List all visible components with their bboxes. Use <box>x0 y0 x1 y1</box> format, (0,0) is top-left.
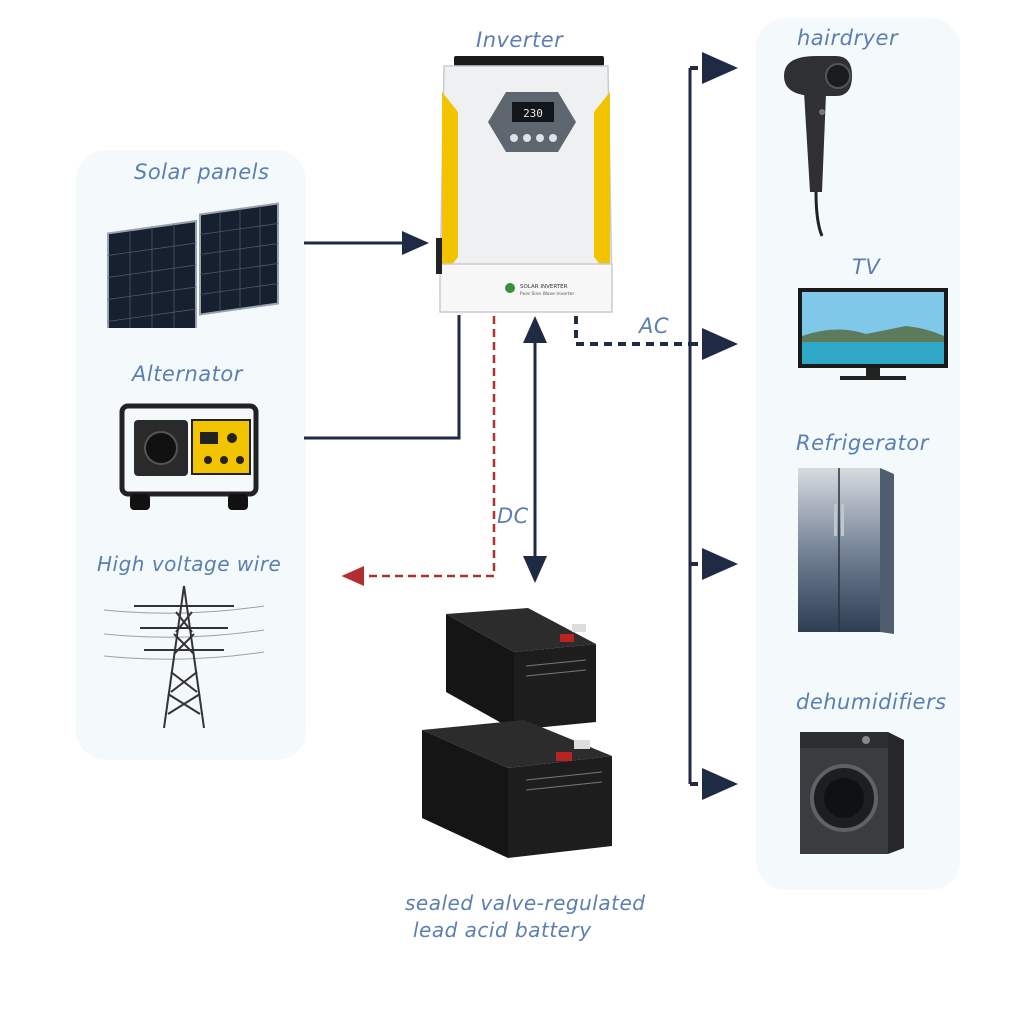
high-voltage-wire-label: High voltage wire <box>97 552 282 576</box>
tv-label: TV <box>852 255 881 279</box>
inverter-icon: 230 SOLAR INVERTER Pure Sine Wave Invert… <box>436 56 613 313</box>
generator-icon <box>119 403 259 510</box>
ac-output-wire <box>574 316 690 346</box>
tv-icon <box>798 288 948 380</box>
solar-panel-icon <box>107 202 279 328</box>
alternator-label: Alternator <box>132 362 243 386</box>
inverter-label: Inverter <box>476 28 564 52</box>
battery-label-line1: sealed valve-regulated <box>405 891 646 915</box>
inverter-readout: 230 <box>523 107 543 120</box>
refrigerator-icon <box>798 468 894 634</box>
solar-panels-label: Solar panels <box>134 160 270 184</box>
power-tower-icon <box>104 585 264 729</box>
hairdryer-icon <box>784 56 852 237</box>
hairdryer-label: hairdryer <box>797 26 899 50</box>
battery-label-line2: lead acid battery <box>413 918 592 942</box>
washing-machine-icon <box>800 732 904 854</box>
dehumidifiers-label: dehumidifiers <box>796 690 947 714</box>
refrigerator-label: Refrigerator <box>796 431 929 455</box>
inverter-to-grid-wire <box>341 316 496 586</box>
ac-label: AC <box>639 314 670 338</box>
inverter-brand: SOLAR INVERTER <box>520 284 568 290</box>
alternator-to-inverter-wire <box>304 315 461 440</box>
battery-icon <box>422 608 612 858</box>
dc-label: DC <box>497 504 529 528</box>
inverter-model: Pure Sine Wave Inverter <box>520 291 574 297</box>
